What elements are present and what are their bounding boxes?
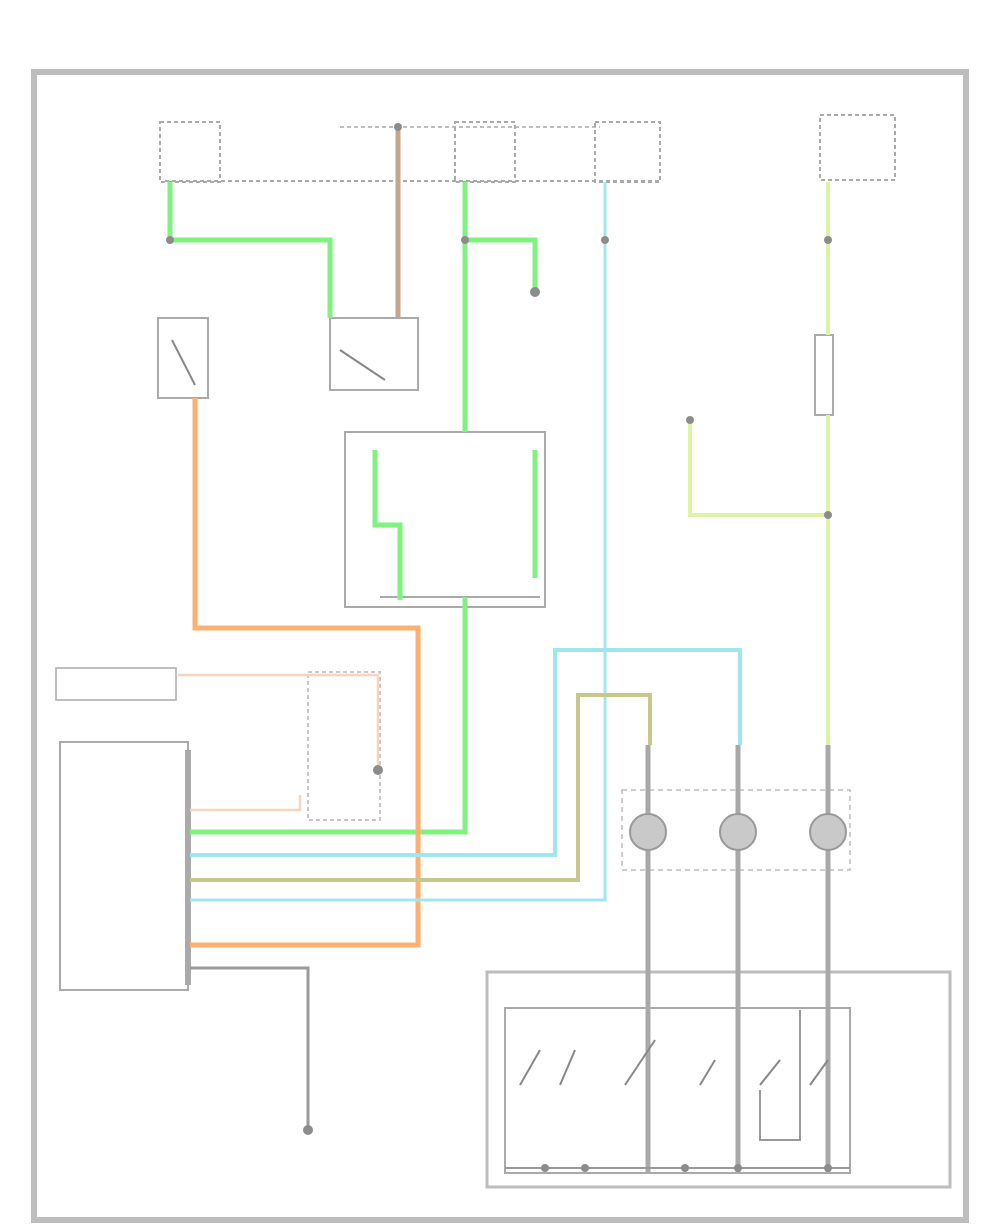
pressure-switch — [157, 317, 209, 399]
wire-ground — [190, 966, 310, 1130]
switch-contact-6 — [809, 1059, 829, 1086]
switch-contact-2 — [559, 1049, 576, 1086]
info-box — [55, 667, 177, 701]
wire-peach-2 — [190, 795, 302, 812]
diagram-frame — [31, 69, 969, 1223]
switch-contact-1 — [519, 1049, 541, 1086]
wire-olive — [190, 693, 652, 882]
wire-cyan-1 — [190, 182, 607, 902]
switch-assembly — [485, 970, 952, 1189]
junction-dots — [166, 123, 832, 1172]
wire-orange — [190, 398, 421, 948]
wire-green-3 — [465, 237, 538, 290]
pressure-switch-blade — [171, 339, 196, 386]
fuse-box-left — [159, 121, 221, 183]
lamp-right — [809, 813, 847, 851]
wire-yellowgreen-3 — [688, 420, 828, 517]
switch-loop — [759, 1010, 801, 1141]
lamp-left — [629, 813, 667, 851]
fuse-box-center — [454, 121, 516, 183]
relay-center — [307, 671, 381, 821]
wire-green-4 — [372, 450, 403, 600]
wire-green-6 — [190, 597, 468, 835]
dimmer-module — [344, 431, 546, 608]
wire-peach — [178, 673, 380, 770]
wire-cyan-2 — [190, 648, 742, 857]
lamp-assembly — [621, 789, 851, 871]
fuse-box-center-right — [594, 121, 661, 183]
wire-green-1 — [167, 182, 333, 318]
switch-contact-5 — [759, 1059, 781, 1086]
control-module — [59, 741, 189, 991]
lamp-center — [719, 813, 757, 851]
brake-switch — [329, 317, 419, 391]
brake-switch-blade — [339, 349, 386, 381]
switch-contact-4 — [699, 1059, 716, 1086]
switch-assembly-inner — [504, 1007, 851, 1174]
switch-contact-3 — [624, 1039, 656, 1086]
right-component — [814, 334, 834, 416]
fuse-box-right — [819, 114, 896, 181]
